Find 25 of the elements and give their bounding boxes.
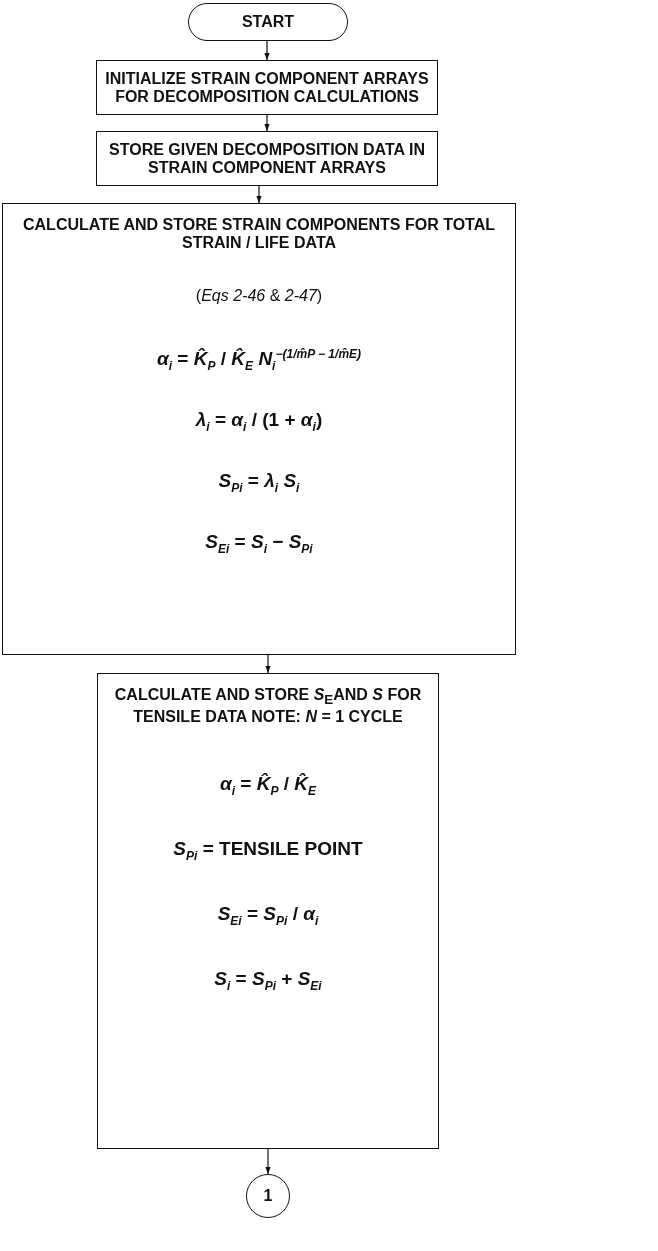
equation: S$_{Pi}$ = λ$_{i}$ S$_{i}$ (218, 469, 300, 495)
arrow (265, 1148, 271, 1175)
node-text: CALCULATE AND STORE STRAIN COMPONENTS FOR TOTAL STRAIN / LIFE DATA (22, 216, 496, 252)
equation: S$_{Ei}$ = S$_{i}$ − S$_{Pi}$ (205, 530, 313, 556)
equation-reference: (Eqs 2-46 & 2-47) (195, 287, 323, 305)
node-text: INITIALIZE STRAIN COMPONENT ARRAYS FOR DECOMPOSITION CALCULATIONS (104, 69, 430, 106)
start-terminator (188, 3, 348, 41)
equation: S$_{Pi}$ = TENSILE POINT (173, 838, 363, 864)
arrow (265, 654, 271, 674)
process-box (96, 131, 438, 186)
equation: S$_{i}$ = S$_{Pi}$ + S$_{Ei}$ (214, 967, 322, 993)
process-box (2, 203, 516, 655)
node-text: CALCULATE AND STORE S$_{E}$AND S FOR TENSILE DATA NOTE: N = 1 CYCLE (113, 686, 423, 726)
arrow (256, 185, 262, 204)
arrow (264, 114, 270, 132)
process-box (96, 60, 438, 115)
equation: S$_{Ei}$ = S$_{Pi}$ / α$_{i}$ (217, 903, 319, 928)
arrow (264, 40, 270, 61)
node-text: START (241, 13, 295, 31)
node-text: STORE GIVEN DECOMPOSITION DATA IN STRAIN COMPONENT ARRAYS (108, 140, 426, 177)
node-text: 1 (263, 1187, 273, 1205)
connector-circle (246, 1174, 290, 1218)
process-box (97, 673, 439, 1149)
equation: α$_{i}$ = K̂$_{P}$ / K̂$_{E}$ (219, 773, 317, 799)
equation: λ$_{i}$ = α$_{i}$ / (1 + α$_{i}$) (195, 408, 323, 434)
